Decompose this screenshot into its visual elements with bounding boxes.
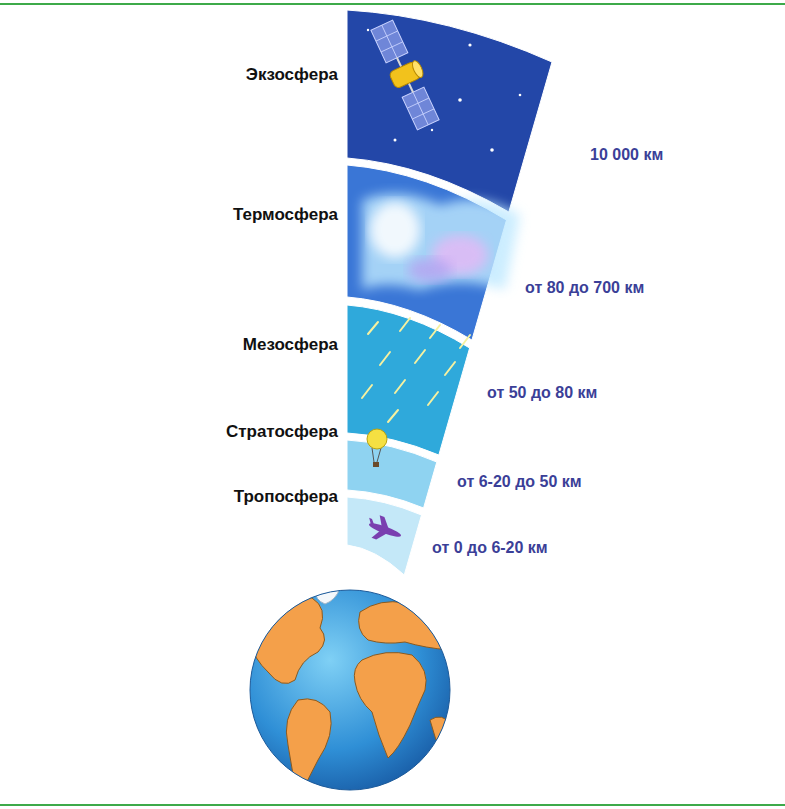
layer-band-shape — [347, 497, 422, 575]
altitude-range: от 6-20 до 50 км — [457, 472, 582, 491]
altitude-range: от 0 до 6-20 км — [432, 538, 548, 557]
atmosphere-layer: Тропосфераот 0 до 6-20 км — [0, 497, 785, 575]
altitude-range: от 80 до 700 км — [525, 278, 644, 297]
aurora — [362, 194, 520, 290]
layer-name: Термосфера — [233, 205, 338, 225]
airplane — [363, 512, 405, 547]
altitude-range: 10 000 км — [590, 145, 663, 164]
meteors — [362, 318, 470, 422]
atmosphere-layer: Стратосфераот 6-20 до 50 км — [0, 440, 785, 508]
layer-band — [0, 440, 785, 508]
balloon — [367, 429, 387, 467]
frame-line — [0, 804, 785, 806]
layer-name: Тропосфера — [234, 487, 338, 507]
atmosphere-layer: Мезосфера от 50 до 80 км — [0, 305, 785, 455]
globe — [248, 584, 452, 800]
stars — [367, 29, 542, 152]
layer-name: Мезосфера — [243, 335, 338, 355]
frame-line — [0, 3, 785, 5]
layer-name: Экзосфера — [246, 65, 338, 85]
layer-name: Стратосфера — [226, 422, 338, 442]
satellite — [369, 18, 444, 131]
layer-band-shape — [347, 305, 470, 455]
altitude-range: от 50 до 80 км — [487, 383, 597, 402]
layer-band — [0, 497, 785, 575]
layer-band — [0, 305, 785, 455]
